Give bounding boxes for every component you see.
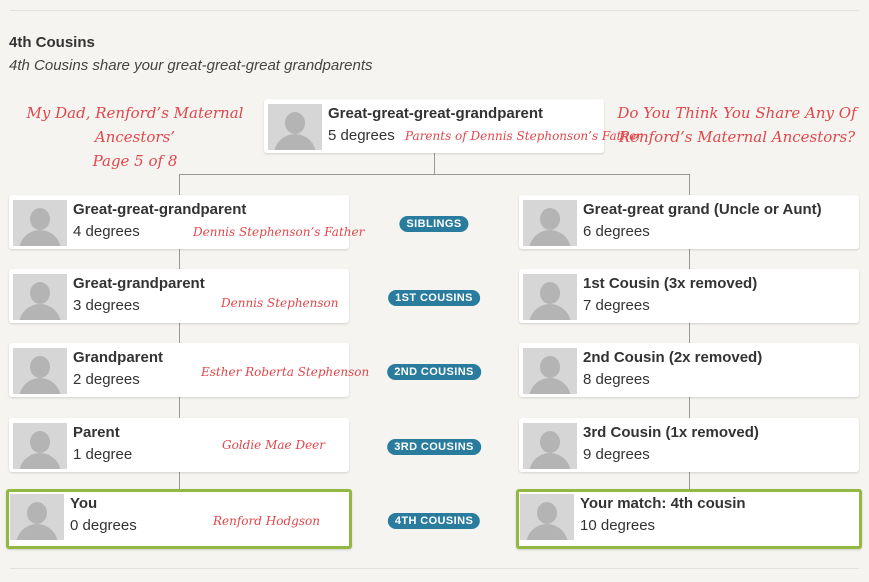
left-card-parent[interactable]: Parent 1 degree Goldie Mae Deer: [9, 418, 349, 472]
degrees-label: 3 degrees: [73, 297, 140, 314]
relationship-pill-3rd-cousins: 3RD COUSINS: [387, 439, 481, 455]
avatar-placeholder-icon: [13, 423, 67, 469]
relationship-pill-1st-cousins: 1ST COUSINS: [388, 290, 480, 306]
ancestor-card[interactable]: Great-great-great-grandparent 5 degrees …: [264, 99, 642, 153]
connector-top: [434, 153, 435, 174]
connector-left-branch: [179, 174, 180, 496]
relationship-label: Your match: 4th cousin: [580, 495, 746, 512]
relationship-label: You: [70, 495, 98, 512]
avatar-placeholder-icon: [520, 494, 574, 540]
connector-horizontal: [179, 174, 690, 175]
relationship-pill-siblings: SIBLINGS: [399, 216, 469, 232]
note-left-line1: My Dad, Renford’s Maternal Ancestors’: [26, 104, 244, 146]
note-right-line2: Renford’s Maternal Ancestors?: [618, 128, 856, 146]
relationship-label: Great-grandparent: [73, 275, 205, 292]
left-card-great-great-grandparent[interactable]: Great-great-grandparent 4 degrees Dennis…: [9, 195, 364, 249]
degrees-label: 5 degrees: [328, 127, 395, 144]
note-left: My Dad, Renford’s Maternal Ancestors’ Pa…: [10, 101, 260, 173]
avatar-placeholder-icon: [13, 200, 67, 246]
degrees-label: 2 degrees: [73, 371, 140, 388]
handwritten-annotation: Renford Hodgson: [213, 514, 320, 528]
left-card-grandparent[interactable]: Grandparent 2 degrees Esther Roberta Ste…: [9, 343, 369, 397]
degrees-label: 9 degrees: [583, 446, 650, 463]
degrees-label: 8 degrees: [583, 371, 650, 388]
relationship-label: Grandparent: [73, 349, 164, 366]
page-title: 4th Cousins: [9, 34, 95, 51]
right-card-2nd-cousin-2x-removed[interactable]: 2nd Cousin (2x removed) 8 degrees: [519, 343, 859, 397]
left-card-great-grandparent[interactable]: Great-grandparent 3 degrees Dennis Steph…: [9, 269, 349, 323]
degrees-label: 0 degrees: [70, 517, 137, 534]
right-card-your-match[interactable]: Your match: 4th cousin 10 degrees: [516, 489, 862, 549]
handwritten-annotation: Goldie Mae Deer: [222, 438, 326, 452]
note-left-line2: Page 5 of 8: [92, 152, 178, 170]
bottom-divider: [10, 568, 859, 569]
avatar-placeholder-icon: [523, 348, 577, 394]
relationship-label: 3rd Cousin (1x removed): [583, 424, 759, 441]
avatar-placeholder-icon: [523, 200, 577, 246]
top-divider: [10, 10, 859, 11]
degrees-label: 10 degrees: [580, 517, 656, 534]
degrees-label: 1 degree: [73, 446, 133, 463]
note-right-line1: Do You Think You Share Any Of: [617, 104, 857, 122]
right-card-1st-cousin-3x-removed[interactable]: 1st Cousin (3x removed) 7 degrees: [519, 269, 859, 323]
right-card-great-great-grand-uncle-aunt[interactable]: Great-great grand (Uncle or Aunt) 6 degr…: [519, 195, 859, 249]
note-right: Do You Think You Share Any Of Renford’s …: [617, 101, 857, 149]
connector-right-branch: [689, 174, 690, 496]
avatar-placeholder-icon: [523, 423, 577, 469]
degrees-label: 6 degrees: [583, 223, 650, 240]
avatar-placeholder-icon: [268, 104, 322, 150]
handwritten-annotation: Esther Roberta Stephenson: [201, 365, 370, 379]
relationship-pill-2nd-cousins: 2ND COUSINS: [387, 364, 481, 380]
handwritten-annotation: Dennis Stephenson: [221, 296, 339, 310]
handwritten-annotation: Parents of Dennis Stephonson’s Father: [405, 129, 642, 143]
relationship-label: 1st Cousin (3x removed): [583, 275, 758, 292]
relationship-label: 2nd Cousin (2x removed): [583, 349, 763, 366]
relationship-label: Great-great-grandparent: [73, 201, 247, 218]
relationship-label: Great-great grand (Uncle or Aunt): [583, 201, 822, 218]
right-card-3rd-cousin-1x-removed[interactable]: 3rd Cousin (1x removed) 9 degrees: [519, 418, 859, 472]
avatar-placeholder-icon: [523, 274, 577, 320]
page-subtitle: 4th Cousins share your great-great-great…: [9, 57, 373, 74]
left-card-you[interactable]: You 0 degrees Renford Hodgson: [6, 489, 352, 549]
avatar-placeholder-icon: [10, 494, 64, 540]
relationship-label: Parent: [73, 424, 120, 441]
relationship-pill-4th-cousins: 4TH COUSINS: [387, 513, 481, 529]
degrees-label: 7 degrees: [583, 297, 650, 314]
avatar-placeholder-icon: [13, 348, 67, 394]
relationship-label: Great-great-great-grandparent: [328, 105, 544, 122]
degrees-label: 4 degrees: [73, 223, 140, 240]
avatar-placeholder-icon: [13, 274, 67, 320]
handwritten-annotation: Dennis Stephenson’s Father: [193, 225, 365, 239]
